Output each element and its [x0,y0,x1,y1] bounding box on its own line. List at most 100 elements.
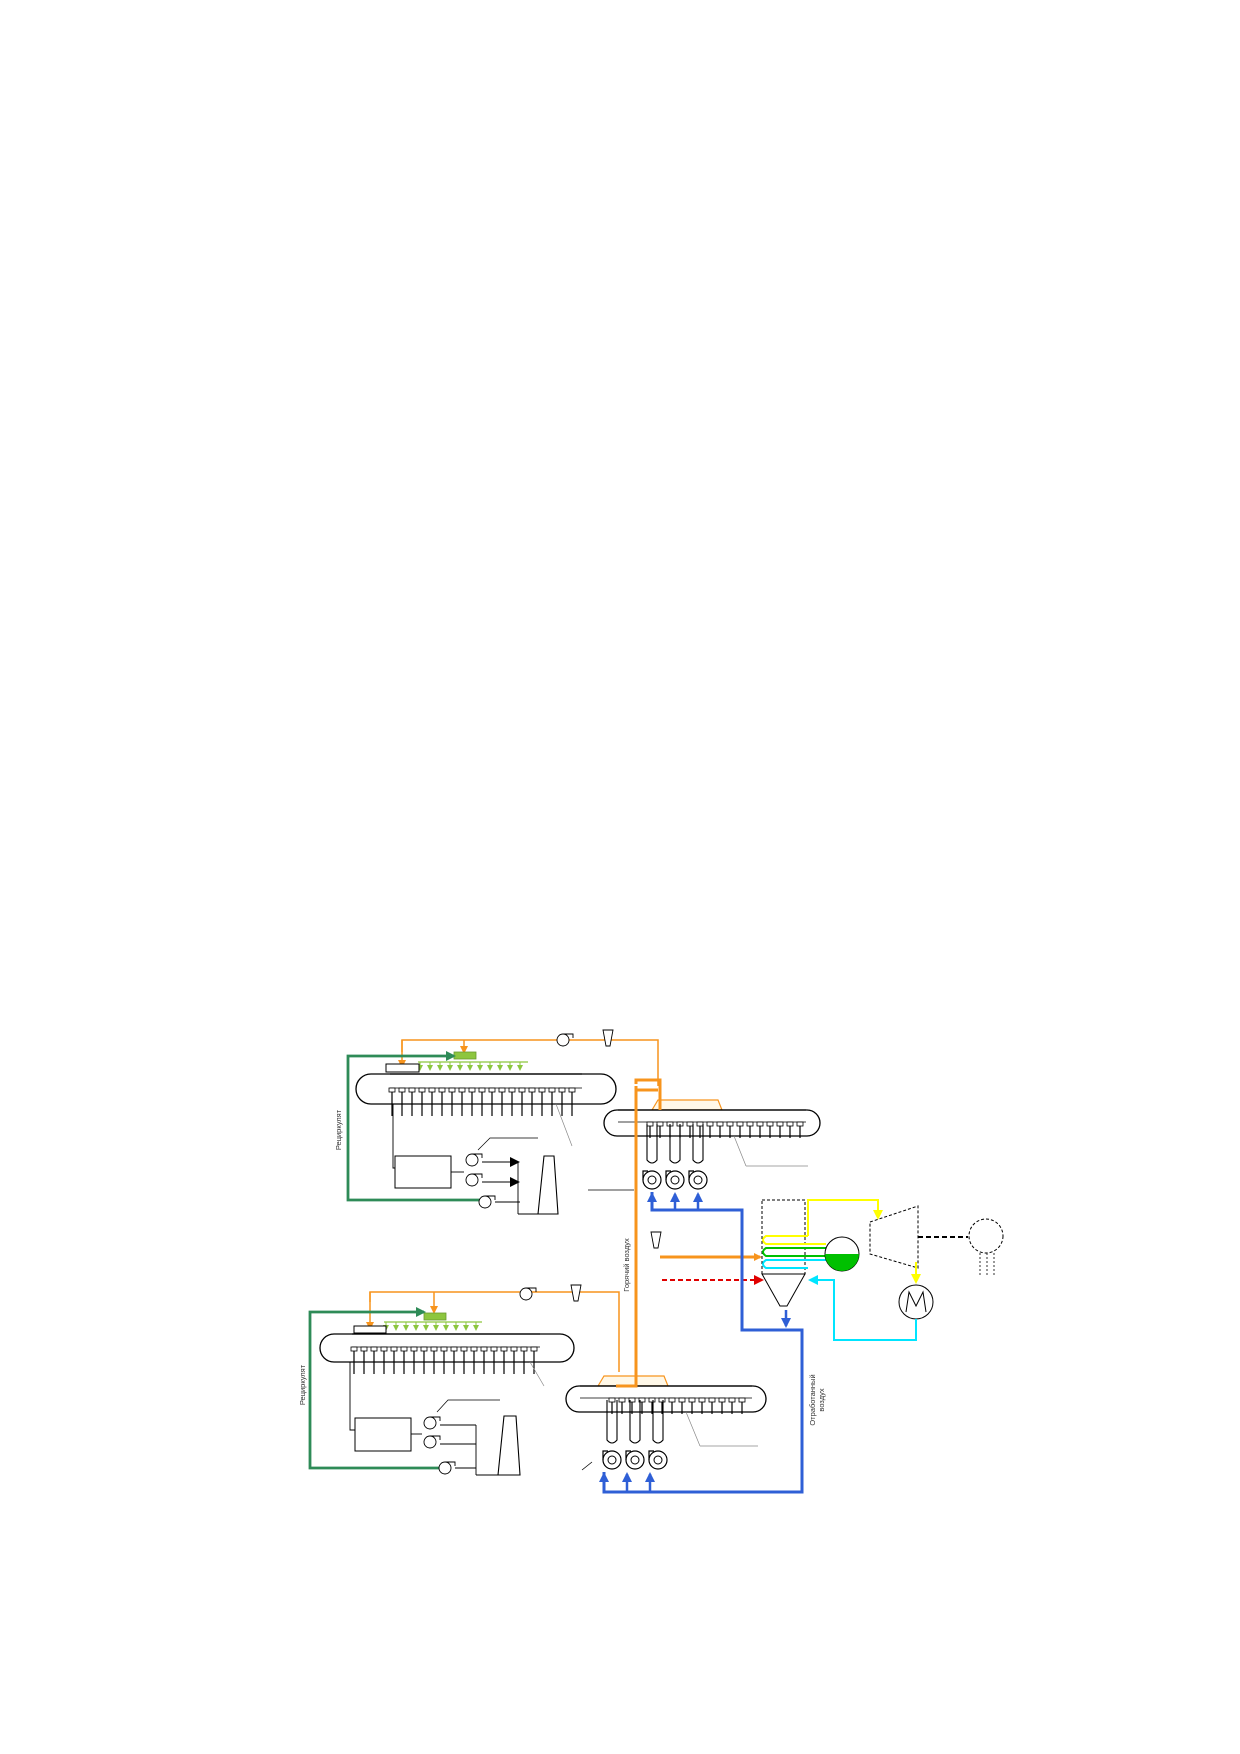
waste-heat-power-unit [761,1199,1004,1341]
cooler-duct [669,1124,681,1164]
recirculate-label: Рециркулят [298,1364,307,1405]
wind-box-cap [438,1087,446,1093]
wind-box-cap [688,1397,696,1403]
steam-turbine [869,1205,919,1269]
cooler-duct [629,1400,641,1444]
wind-box-cap [726,1121,734,1127]
wind-box-cap [678,1397,686,1403]
stack [497,1415,521,1476]
cyclone-icon [650,1231,662,1249]
cyclone-icon [602,1029,614,1047]
generator [968,1218,1004,1254]
gas-cleaning-unit [354,1417,412,1452]
wind-box-cap [628,1397,636,1403]
wind-box-cap [498,1087,506,1093]
wind-box-cap [706,1121,714,1127]
cooling-blower-icon [642,1170,662,1190]
stack [537,1155,559,1215]
wind-box-cap [528,1087,536,1093]
wind-box-cap [400,1346,408,1352]
wind-box-cap [418,1087,426,1093]
cooler-duct [692,1124,704,1164]
wind-box-cap [448,1087,456,1093]
wind-box-cap [370,1346,378,1352]
wind-box-cap [786,1121,794,1127]
wind-box-cap [460,1346,468,1352]
exhaust-fan-icon [465,1153,483,1167]
wind-box-cap [390,1346,398,1352]
wind-box-cap [408,1087,416,1093]
cooler-duct [606,1400,618,1444]
feeder-box [353,1325,387,1334]
wind-box-cap [420,1346,428,1352]
recirculate-line-bottom [308,1307,448,1470]
wind-box-cap [508,1087,516,1093]
wind-box-array [350,1346,538,1374]
combustion-air-label: Горячий воздух [622,1238,631,1292]
wind-box-cap [708,1397,716,1403]
wind-box-cap [638,1397,646,1403]
sinter-cooler-bottom [565,1375,767,1471]
wind-box-cap [656,1121,664,1127]
wind-box-cap [738,1397,746,1403]
cooling-blower-icon [688,1170,708,1190]
wind-box-cap [756,1121,764,1127]
wind-box-cap [796,1121,804,1127]
cooling-blower-icon [665,1170,685,1190]
recirculate-line-top [346,1051,485,1202]
cooler-duct [652,1400,664,1444]
wind-box-cap [736,1121,744,1127]
wind-box-cap [500,1346,508,1352]
wind-box-cap [530,1346,538,1352]
cooler-conveyor [565,1385,767,1413]
wind-box-cap [698,1397,706,1403]
cooler-duct [646,1124,658,1164]
cooling-blower-icon [648,1450,668,1470]
wind-box-cap [538,1087,546,1093]
wind-box-cap [518,1087,526,1093]
wind-box-cap [776,1121,784,1127]
wind-box-cap [490,1346,498,1352]
charge-distribution-arrows [417,1062,523,1071]
fan-icon [519,1287,537,1301]
wind-box-cap [608,1397,616,1403]
wind-box-cap [388,1087,396,1093]
feeder-box [385,1063,420,1073]
exhaust-air-line [602,1192,804,1494]
wind-box-cap [648,1397,656,1403]
exhaust-fan-icon [465,1173,483,1187]
wind-box-cap [618,1397,626,1403]
wind-box-cap [440,1346,448,1352]
wind-box-cap [558,1087,566,1093]
wind-box-cap [488,1087,496,1093]
wind-box-cap [458,1087,466,1093]
wind-box-cap [668,1397,676,1403]
recirculate-label: Рециркулят [334,1109,343,1150]
wind-box-cap [468,1087,476,1093]
wind-box-array [388,1087,576,1116]
wind-box-cap [478,1087,486,1093]
sinter-plant-bottom: Рециркулят [298,1284,620,1476]
wind-box-cap [520,1346,528,1352]
cooling-blower-icon [602,1450,622,1470]
exhaust-air-label-2: воздух [817,1388,826,1411]
wind-box-cap [718,1397,726,1403]
charge-hopper [423,1312,447,1321]
recirc-fan-icon [478,1195,496,1209]
wind-box-cap [716,1121,724,1127]
wind-box-cap [686,1121,694,1127]
gas-cleaning-unit [394,1155,452,1189]
wind-box-cap [728,1397,736,1403]
wind-box-cap [350,1346,358,1352]
wind-box-cap [428,1087,436,1093]
wind-box-cap [696,1121,704,1127]
cyclone-icon [570,1284,582,1302]
wind-box-cap [766,1121,774,1127]
wind-box-cap [658,1397,666,1403]
sinter-plant-top: Рециркулят [334,1029,659,1215]
boiler-hopper [761,1273,806,1307]
condenser [898,1284,934,1320]
cooler-hood [650,1099,723,1111]
wind-box-cap [646,1121,654,1127]
